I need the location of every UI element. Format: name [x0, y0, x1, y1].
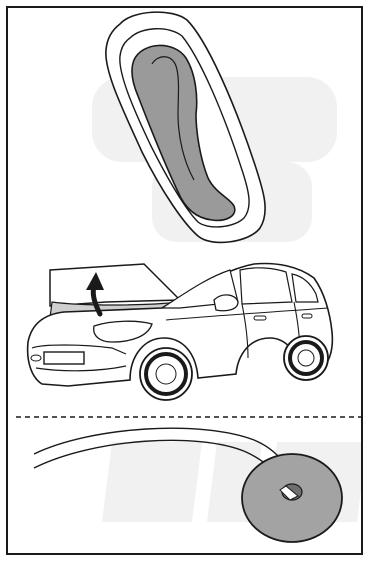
front-window — [240, 268, 292, 304]
raised-hood — [50, 264, 180, 306]
front-wheel — [140, 348, 192, 400]
rear-wheel — [284, 336, 328, 380]
fog-light — [31, 355, 41, 361]
side-mirror — [214, 295, 238, 311]
license-plate — [44, 352, 84, 364]
illustration-canvas — [8, 8, 363, 555]
open-hood-car — [28, 264, 333, 400]
door-handle-front — [254, 316, 266, 320]
door-handle-rear — [302, 314, 312, 318]
illustration-frame — [6, 6, 363, 555]
